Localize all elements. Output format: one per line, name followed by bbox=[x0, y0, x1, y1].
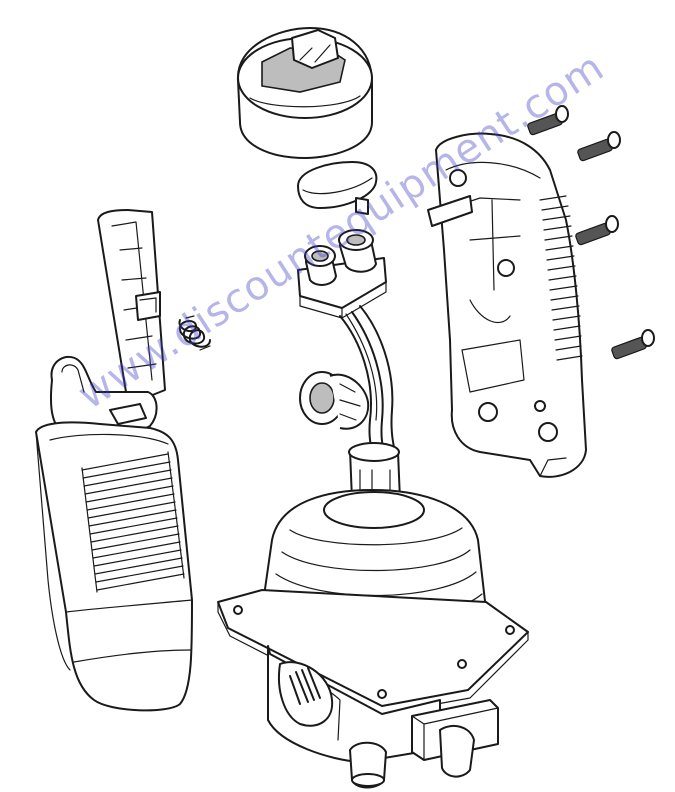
right-grip-texture bbox=[539, 195, 583, 361]
right-grip-half bbox=[427, 132, 587, 478]
side-push-button bbox=[299, 371, 370, 430]
connector-housing bbox=[297, 229, 399, 463]
left-grip-half bbox=[35, 355, 193, 712]
rocker-button bbox=[297, 161, 378, 215]
joystick-base-with-boot bbox=[217, 442, 529, 789]
base-label-text-marks bbox=[289, 667, 321, 705]
compression-spring bbox=[178, 315, 211, 351]
screw-4 bbox=[611, 329, 655, 360]
left-grip-insert-panel bbox=[97, 209, 166, 401]
screw-1 bbox=[527, 105, 569, 136]
screw-2 bbox=[577, 131, 621, 162]
top-cap bbox=[236, 27, 373, 159]
left-grip-texture bbox=[81, 451, 185, 593]
screw-3 bbox=[575, 215, 619, 246]
mounting-screws bbox=[527, 105, 655, 360]
